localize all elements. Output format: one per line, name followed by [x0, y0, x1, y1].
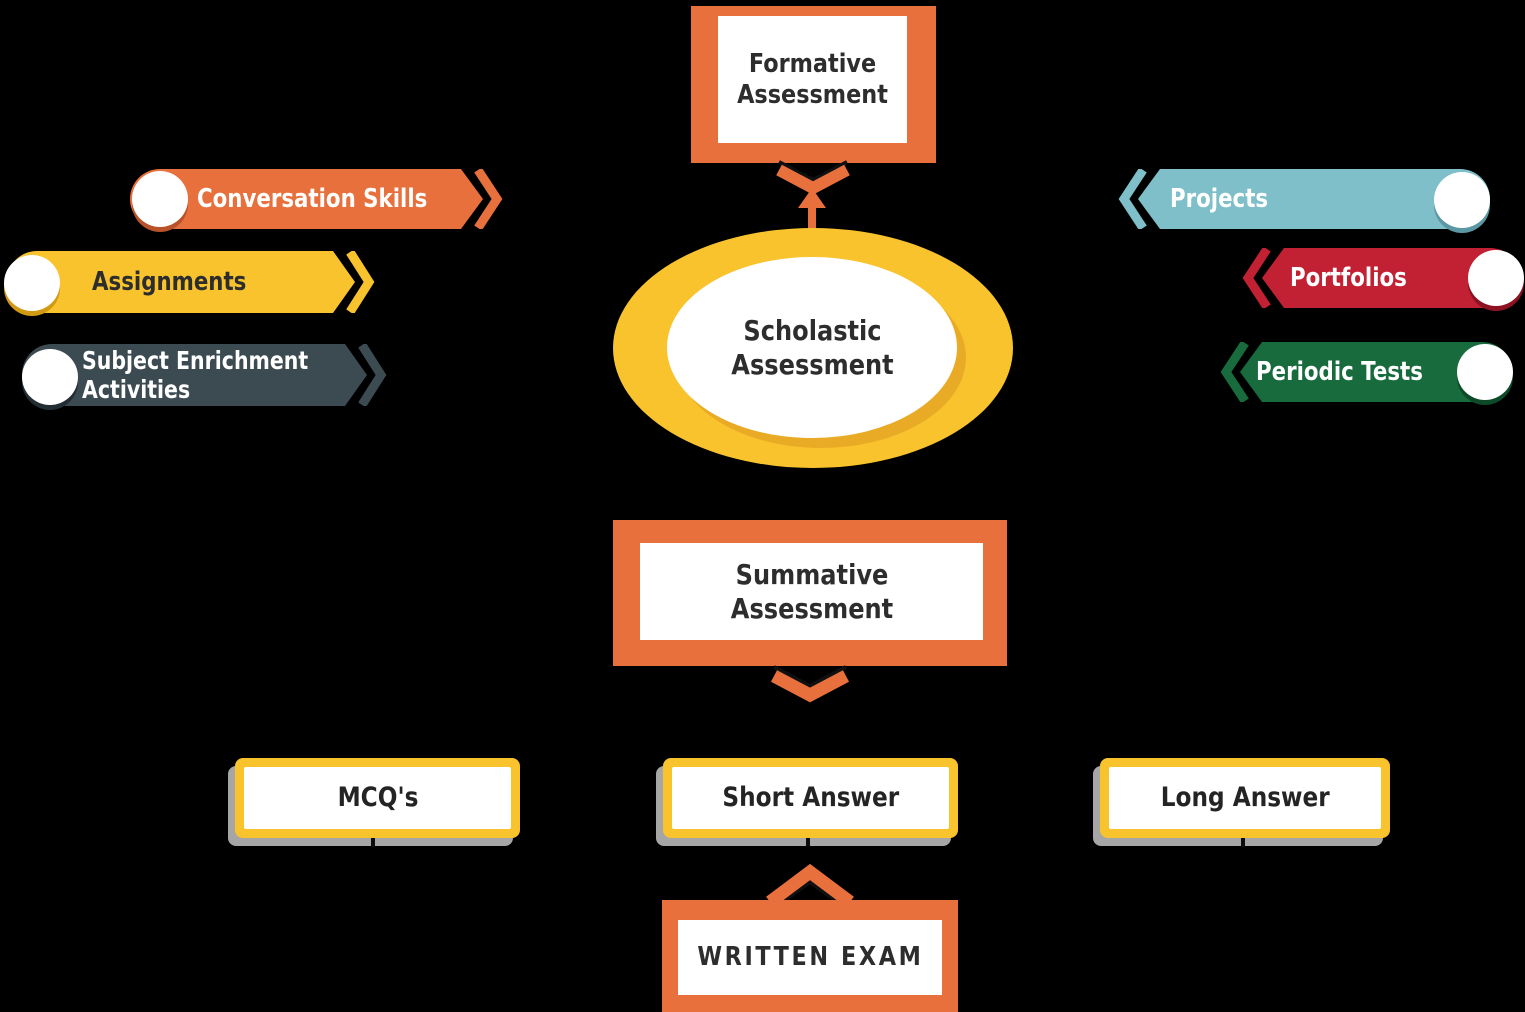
mcq-label: MCQ's	[337, 782, 418, 814]
circle-bullet-icon	[1434, 172, 1490, 228]
pill-projects: Projects	[1118, 169, 1490, 229]
chevron-down-icon	[776, 160, 850, 195]
pill-body	[7, 251, 355, 313]
formative-assessment-label: Formative Assessment	[737, 48, 888, 110]
summative-assessment-label: Summative Assessment	[730, 558, 893, 625]
chevron-down-icon	[770, 665, 850, 703]
long-answer-inner: Long Answer	[1109, 767, 1381, 829]
summative-assessment-box: Summative Assessment	[613, 520, 1007, 666]
arrow-up-icon	[798, 188, 826, 234]
circle-bullet-icon	[4, 255, 60, 311]
long-answer-label: Long Answer	[1160, 782, 1330, 814]
short-answer-label: Short Answer	[722, 782, 899, 814]
pill-label: Assignments	[92, 266, 247, 297]
scholastic-assessment-ellipse: Scholastic Assessment	[613, 228, 1013, 468]
short-answer-box: Short Answer	[663, 758, 958, 838]
scholastic-assessment-label: Scholastic Assessment	[730, 314, 894, 381]
circle-bullet-icon	[1457, 344, 1513, 400]
formative-assessment-inner: Formative Assessment	[718, 16, 907, 143]
written-exam-box: WRITTEN EXAM	[662, 900, 958, 1012]
connector-tick	[806, 838, 810, 847]
chevrons-left-icon	[1118, 169, 1147, 229]
pill-label: Projects	[1170, 183, 1269, 214]
pill-body	[130, 169, 483, 229]
pill-body	[1138, 169, 1490, 229]
chevron-up-icon	[766, 863, 854, 910]
pill-subject-enrichment-activities: Subject Enrichment Activities	[22, 344, 387, 406]
scholastic-assessment-inner-ellipse: Scholastic Assessment	[667, 257, 957, 438]
circle-bullet-icon	[1468, 250, 1524, 306]
mcq-inner: MCQ's	[244, 767, 511, 829]
pill-conversation-skills: Conversation Skills	[130, 169, 503, 229]
chevrons-right-icon	[346, 251, 375, 313]
summative-assessment-inner: Summative Assessment	[640, 543, 983, 640]
pill-body	[22, 344, 367, 406]
circle-bullet-icon	[22, 349, 78, 405]
circle-bullet-icon	[132, 171, 188, 227]
pill-assignments: Assignments	[4, 251, 375, 313]
written-exam-label: WRITTEN EXAM	[696, 942, 924, 973]
chevrons-right-icon	[474, 169, 503, 229]
pill-label: Subject Enrichment Activities	[82, 345, 309, 405]
chevrons-left-icon	[1242, 248, 1271, 308]
chevrons-left-icon	[1220, 342, 1249, 402]
pill-label: Conversation Skills	[197, 183, 428, 214]
pill-periodic-tests: Periodic Tests	[1220, 342, 1513, 402]
pill-label: Periodic Tests	[1256, 356, 1423, 387]
formative-assessment-box: Formative Assessment	[691, 6, 936, 163]
mcq-box: MCQ's	[235, 758, 520, 838]
written-exam-inner: WRITTEN EXAM	[678, 920, 942, 995]
pill-label: Portfolios	[1290, 262, 1407, 293]
short-answer-inner: Short Answer	[672, 767, 949, 829]
chevrons-right-icon	[358, 344, 387, 406]
pill-portfolios: Portfolios	[1242, 248, 1524, 308]
connector-tick	[1241, 838, 1245, 847]
connector-tick	[371, 838, 375, 847]
long-answer-box: Long Answer	[1100, 758, 1390, 838]
